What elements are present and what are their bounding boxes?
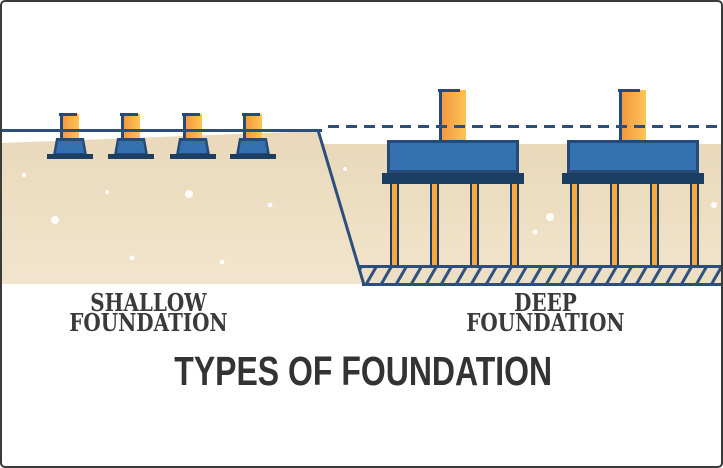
bedrock-strip xyxy=(358,265,721,286)
shallow-footing-base xyxy=(108,154,154,159)
shallow-column xyxy=(184,114,202,139)
shallow-column-outline-left xyxy=(243,113,246,139)
shallow-footing-block xyxy=(236,138,270,155)
original-ground-dashed-line xyxy=(328,125,721,128)
shallow-column-outline-top xyxy=(182,113,200,116)
deep-foundation-label: DEEP FOUNDATION xyxy=(433,288,657,337)
deep-column-outline-left xyxy=(439,89,442,141)
ground-surface-line xyxy=(2,129,322,132)
deep-foundation xyxy=(382,89,524,266)
shallow-footing-block xyxy=(114,138,148,155)
pile xyxy=(510,184,519,265)
shallow-column xyxy=(61,114,79,139)
shallow-footing-base xyxy=(170,154,216,159)
pile xyxy=(470,184,479,265)
shallow-foundation xyxy=(169,113,217,159)
pile-cap-beam xyxy=(382,173,524,184)
shallow-foundation xyxy=(107,113,155,159)
shallow-footing-block xyxy=(53,138,87,155)
shallow-footing-base xyxy=(47,154,93,159)
excavation-slope-line xyxy=(316,129,366,286)
shallow-footing-block xyxy=(176,138,210,155)
deep-column-outline-top xyxy=(438,89,460,92)
soil-speckles xyxy=(22,167,717,265)
left-soil-mass xyxy=(2,131,364,284)
pile xyxy=(390,184,399,265)
deep-label-line2: FOUNDATION xyxy=(465,308,625,337)
pile xyxy=(570,184,579,265)
shallow-column-outline-left xyxy=(121,113,124,139)
deep-label-line1: DEEP xyxy=(513,288,577,317)
pile xyxy=(610,184,619,265)
pile xyxy=(430,184,439,265)
deep-foundation xyxy=(562,89,704,266)
deep-column-outline-left xyxy=(619,89,622,141)
bedrock-hatch xyxy=(358,265,721,286)
shallow-foundation xyxy=(46,113,94,159)
pile-cap-beam xyxy=(562,173,704,184)
shallow-label-line2: FOUNDATION xyxy=(68,308,228,337)
deep-column xyxy=(440,90,466,141)
shallow-column-outline-left xyxy=(60,113,63,139)
shallow-column-outline-top xyxy=(120,113,138,116)
deep-column xyxy=(620,90,646,141)
shallow-foundation-label: SHALLOW FOUNDATION xyxy=(36,288,260,337)
shallow-column-outline-top xyxy=(242,113,260,116)
pile xyxy=(690,184,699,265)
shallow-footing-base xyxy=(230,154,276,159)
page-title: TYPES OF FOUNDATION xyxy=(2,348,721,394)
shallow-column xyxy=(244,114,262,139)
shallow-column-outline-top xyxy=(59,113,77,116)
pile-cap xyxy=(567,140,699,173)
pile xyxy=(650,184,659,265)
shallow-foundation xyxy=(229,113,277,159)
page-title-text: TYPES OF FOUNDATION xyxy=(174,348,553,394)
shallow-column-outline-left xyxy=(183,113,186,139)
deep-column-outline-top xyxy=(618,89,640,92)
shallow-column xyxy=(122,114,140,139)
pile-cap xyxy=(387,140,519,173)
shallow-label-line1: SHALLOW xyxy=(89,288,207,317)
